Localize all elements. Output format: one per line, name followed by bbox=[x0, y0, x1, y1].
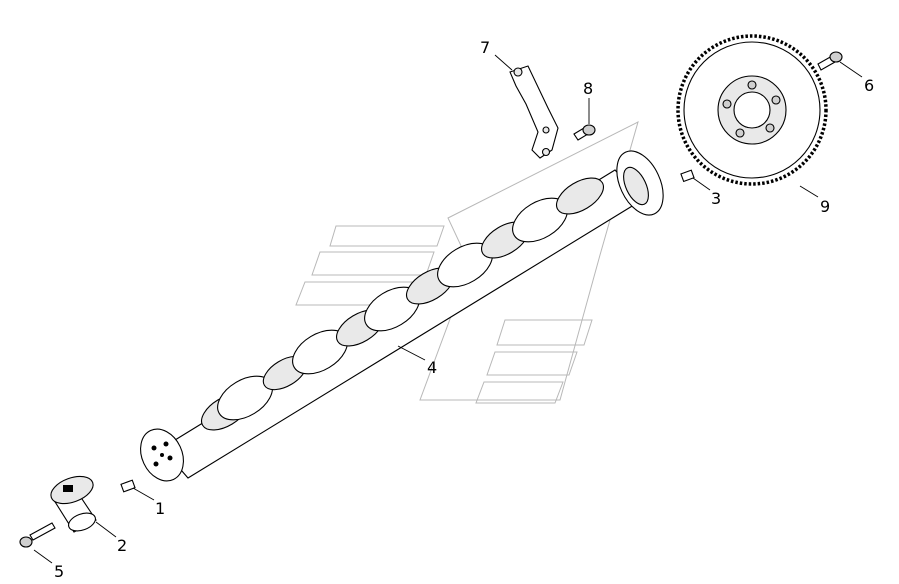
callout-label-4: 4 bbox=[427, 358, 437, 377]
hub-bolt bbox=[19, 522, 56, 548]
callout-label-3: 3 bbox=[711, 189, 721, 208]
pin-front bbox=[120, 479, 136, 493]
callout-label-6: 6 bbox=[864, 76, 874, 95]
bracket-bolt bbox=[573, 124, 596, 141]
gear-bolt bbox=[817, 51, 843, 71]
gear-bolt-holes bbox=[722, 80, 781, 138]
callout-label-8: 8 bbox=[583, 79, 593, 98]
front-hub bbox=[50, 475, 97, 533]
pin-rear bbox=[680, 169, 695, 183]
camshaft bbox=[140, 150, 664, 482]
callout-labels: 1 2 3 4 5 6 7 8 9 bbox=[54, 38, 874, 581]
callout-label-7: 7 bbox=[480, 38, 490, 57]
camshaft-lobes bbox=[201, 177, 604, 431]
callout-label-5: 5 bbox=[54, 562, 64, 581]
cam-gear bbox=[676, 34, 828, 186]
callout-label-1: 1 bbox=[155, 499, 165, 518]
callout-label-2: 2 bbox=[117, 536, 127, 555]
bracket bbox=[509, 65, 559, 159]
callout-label-9: 9 bbox=[820, 197, 830, 216]
front-end-holes bbox=[151, 441, 173, 467]
leader-lines bbox=[33, 54, 863, 564]
